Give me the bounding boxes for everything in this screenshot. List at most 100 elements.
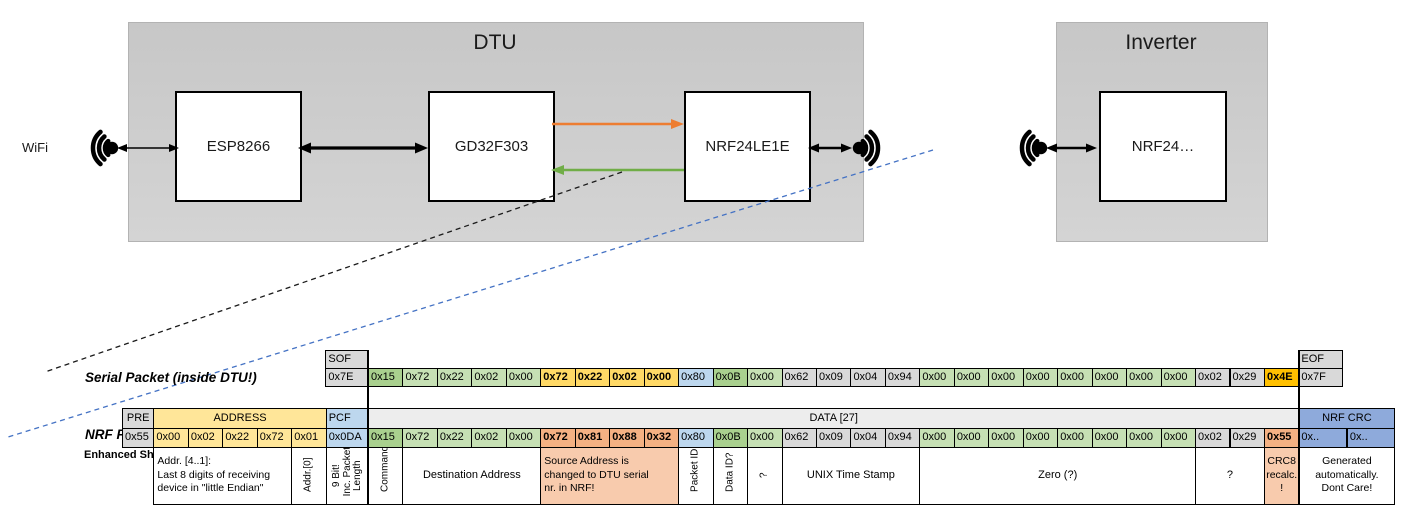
nrf-byte-cell: 0x00 xyxy=(1160,427,1197,448)
serial-byte-cell: 0x4E xyxy=(1263,367,1300,387)
nrf-byte-cell: 0x15 xyxy=(368,427,404,448)
nrf-byte-cell: 0x0B xyxy=(712,427,749,448)
serial-byte-cell: 0x22 xyxy=(436,367,473,387)
serial-byte-cell: 0x02 xyxy=(609,367,645,387)
annotation-vertical-text: 9 Bit! Inc. Packet Length xyxy=(330,446,363,497)
pre-header: PRE xyxy=(122,408,155,429)
nrf-byte-cell: 0x72 xyxy=(402,427,438,448)
nrf-byte-cell: 0x81 xyxy=(574,427,611,448)
eof-value: 0x7F xyxy=(1298,367,1344,387)
data-end-separator xyxy=(1297,349,1300,505)
radio-nrf24inv-arrow xyxy=(1046,143,1097,153)
serial-byte-cell: 0x04 xyxy=(850,367,886,387)
annotation-cell: Generated automatically. Dont Care! xyxy=(1298,446,1396,505)
nrf-byte-cell: 0x00 xyxy=(919,427,955,448)
nrf-address-cell: 0x00 xyxy=(153,427,189,448)
annotation-vertical-text: Command xyxy=(379,446,391,493)
serial-byte-cell: 0x00 xyxy=(1022,367,1059,387)
wifi-esp-arrow xyxy=(117,144,179,152)
data-header: DATA [27] xyxy=(368,408,1300,429)
data-start-separator xyxy=(367,349,370,505)
nrf-address-cell: 0x02 xyxy=(187,427,224,448)
nrf-byte-cell: 0x02 xyxy=(471,427,507,448)
chip-nrf24le1e: NRF24LE1E xyxy=(684,91,811,202)
inverter-radio-icon xyxy=(1019,129,1048,167)
serial-byte-cell: 0x00 xyxy=(1091,367,1128,387)
serial-byte-cell: 0x62 xyxy=(781,367,817,387)
annotation-vertical-text: ? xyxy=(758,472,770,479)
nrf-byte-cell: 0x94 xyxy=(884,427,921,448)
annotation-cell: CRC8 recalc. ! xyxy=(1263,446,1300,505)
nrf-crc-cell: 0x.. xyxy=(1346,427,1396,448)
pcf-header: PCF xyxy=(325,408,369,429)
serial-byte-cell: 0x00 xyxy=(1126,367,1162,387)
serial-byte-cell: 0x00 xyxy=(747,367,783,387)
annotation-cell: Zero (?) xyxy=(919,446,1197,505)
nrf-crc-header: NRF CRC xyxy=(1298,408,1396,429)
annotation-cell: Command xyxy=(368,446,404,505)
annotation-cell: Destination Address xyxy=(402,446,542,505)
nrf-byte-cell: 0x80 xyxy=(678,427,714,448)
nrf-address-cell: 0x22 xyxy=(222,427,258,448)
serial-byte-cell: 0x00 xyxy=(988,367,1024,387)
nrf-byte-cell: 0x88 xyxy=(609,427,645,448)
inverter-box xyxy=(1056,22,1268,242)
nrf-byte-cell: 0x00 xyxy=(1022,427,1059,448)
annotation-cell: UNIX Time Stamp xyxy=(781,446,921,505)
chip-nrf24-inverter: NRF24… xyxy=(1099,91,1227,202)
nrf-byte-cell: 0x02 xyxy=(1195,427,1231,448)
nrf-byte-cell: 0x00 xyxy=(1091,427,1128,448)
chip-gd32f303: GD32F303 xyxy=(428,91,555,202)
serial-byte-cell: 0x80 xyxy=(678,367,714,387)
serial-byte-cell: 0x00 xyxy=(1057,367,1093,387)
nrf-byte-cell: 0x09 xyxy=(815,427,852,448)
nrf-byte-cell: 0x72 xyxy=(540,427,576,448)
nrf-address-cell: 0x72 xyxy=(256,427,293,448)
serial-byte-cell: 0x00 xyxy=(1160,367,1197,387)
serial-byte-cell: 0x72 xyxy=(540,367,576,387)
nrf-byte-cell: 0x00 xyxy=(988,427,1024,448)
nrf-byte-cell: 0x00 xyxy=(1126,427,1162,448)
esp-gd-arrow xyxy=(298,142,428,154)
dtu-title: DTU xyxy=(473,31,517,54)
serial-byte-cell: 0x29 xyxy=(1229,367,1265,387)
nrf-byte-cell: 0x32 xyxy=(643,427,680,448)
serial-byte-cell: 0x15 xyxy=(368,367,404,387)
annotation-cell: Addr. [4..1]: Last 8 digits of receiving… xyxy=(153,446,293,505)
nrf-crc-cell: 0x.. xyxy=(1298,427,1347,448)
wifi-label: WiFi xyxy=(22,140,48,155)
serial-leader-line xyxy=(44,171,623,373)
annotation-cell: Packet ID xyxy=(678,446,714,505)
sof-header: SOF xyxy=(325,349,369,369)
nrf-leader-line xyxy=(7,149,934,438)
serial-byte-cell: 0x00 xyxy=(953,367,990,387)
serial-byte-cell: 0x00 xyxy=(643,367,680,387)
serial-byte-cell: 0x00 xyxy=(505,367,542,387)
pre-value: 0x55 xyxy=(122,427,155,448)
annotation-vertical-text: Addr.[0] xyxy=(302,457,314,493)
chip-esp8266: ESP8266 xyxy=(175,91,302,202)
serial-byte-cell: 0x94 xyxy=(884,367,921,387)
gd-to-nrf-arrow xyxy=(552,119,684,129)
nrf-byte-cell: 0x29 xyxy=(1229,427,1265,448)
nrf-byte-cell: 0x00 xyxy=(505,427,542,448)
nrf-to-gd-arrow xyxy=(551,165,684,175)
annotation-vertical-text: Packet ID xyxy=(689,448,701,493)
annotation-cell: ? xyxy=(747,446,783,505)
annotation-cell: 9 Bit! Inc. Packet Length xyxy=(325,446,369,505)
nrf-byte-cell: 0x55 xyxy=(1263,427,1300,448)
serial-byte-cell: 0x72 xyxy=(402,367,438,387)
nrf-byte-cell: 0x22 xyxy=(436,427,473,448)
wifi-signal-icon xyxy=(90,129,119,167)
pcf-value: 0x0DA xyxy=(325,427,369,448)
nrf-byte-cell: 0x00 xyxy=(747,427,783,448)
annotation-cell: Addr.[0] xyxy=(291,446,327,505)
address-header: ADDRESS xyxy=(153,408,327,429)
sof-value: 0x7E xyxy=(325,367,369,387)
serial-byte-cell: 0x02 xyxy=(1195,367,1231,387)
eof-header: EOF xyxy=(1298,349,1344,369)
serial-packet-label: Serial Packet (inside DTU!) xyxy=(85,370,257,385)
annotation-cell: Data ID? xyxy=(712,446,749,505)
